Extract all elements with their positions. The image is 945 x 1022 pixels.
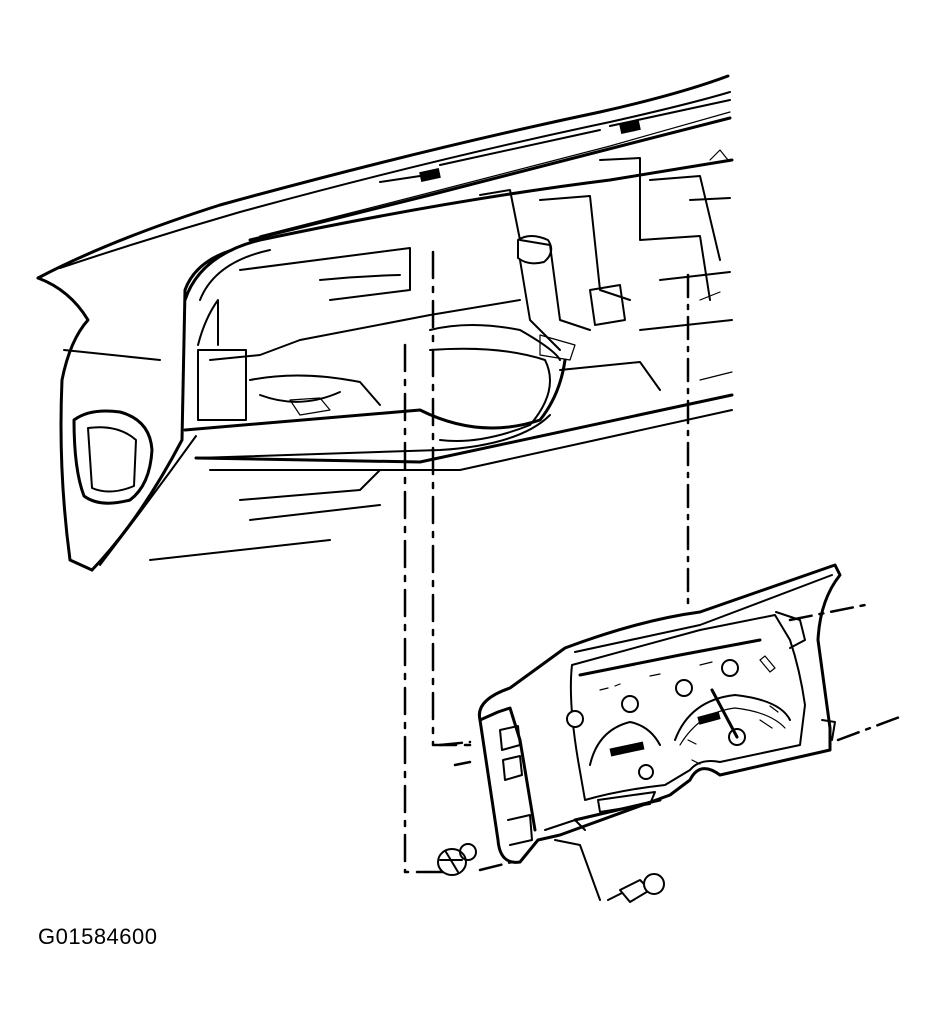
mounting-screw-left: [437, 843, 477, 876]
figure-id-label: G01584600: [38, 924, 158, 949]
mounting-screw-bottom: [607, 873, 665, 903]
instrument-panel: [36, 74, 734, 572]
alignment-leader-lines: [403, 250, 907, 901]
instrument-cluster: [477, 563, 842, 864]
